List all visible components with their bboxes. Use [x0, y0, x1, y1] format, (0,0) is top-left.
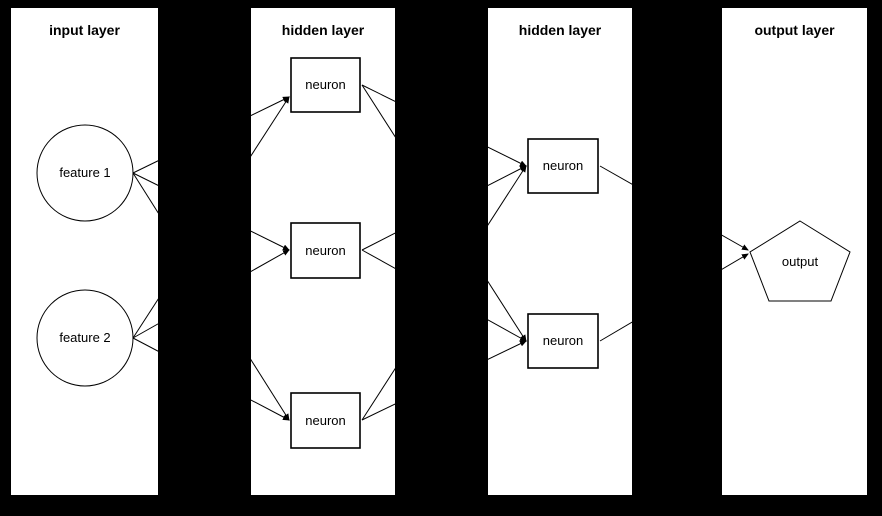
node-label-feature-1: feature 1 [59, 165, 111, 180]
panel-title-input-layer: input layer [49, 22, 120, 38]
node-shape-hidden2-neuron-2[interactable] [526, 312, 600, 370]
node-label-hidden2-neuron-1: neuron [542, 158, 584, 173]
node-shape-feature-2[interactable] [35, 288, 135, 388]
node-shape-feature-1[interactable] [35, 123, 135, 223]
node-label-hidden2-neuron-2: neuron [542, 333, 584, 348]
node-shape-hidden2-neuron-1[interactable] [526, 137, 600, 195]
panel-title-output-layer: output layer [754, 22, 835, 38]
node-label-hidden1-neuron-1: neuron [305, 77, 346, 92]
panel-title-hidden-layer-2: hidden layer [518, 22, 602, 38]
panel-title-hidden-layer-1: hidden layer [281, 22, 365, 38]
node-label-output-node: output [781, 254, 819, 269]
node-label-feature-2: feature 2 [59, 330, 111, 345]
node-label-hidden1-neuron-2: neuron [305, 242, 346, 258]
panel-input-layer [11, 8, 158, 495]
node-shape-hidden1-neuron-1[interactable] [289, 56, 362, 114]
panel-hidden-layer-2 [488, 8, 632, 495]
node-shape-hidden1-neuron-2[interactable] [289, 221, 362, 280]
node-shape-hidden1-neuron-3[interactable] [289, 391, 362, 450]
node-label-hidden1-neuron-3: neuron [305, 412, 346, 428]
